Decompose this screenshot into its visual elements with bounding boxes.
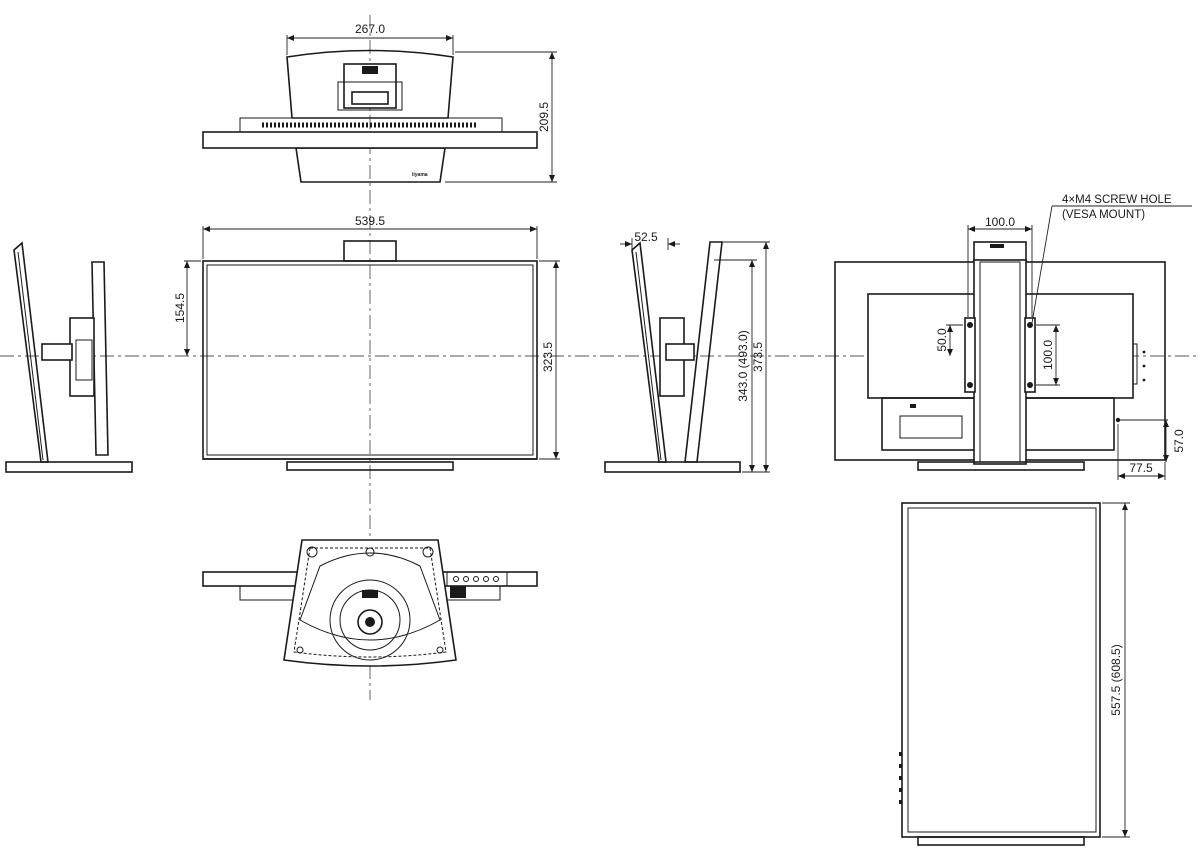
top-width-label: 267.0: [355, 22, 385, 36]
vesa-mount-note: (VESA MOUNT): [1062, 209, 1145, 221]
front-width-label: 539.5: [355, 214, 385, 228]
side-height-max-label: 373.5: [751, 342, 765, 372]
front-height-label: 323.5: [541, 342, 555, 372]
bottom-view: [202, 539, 538, 667]
pivot-height-label: 557.5 (608.5): [1109, 644, 1123, 715]
top-depth-label: 209.5: [537, 102, 551, 132]
vesa-height-label: 100.0: [1041, 340, 1055, 370]
right-side-view: [604, 238, 770, 473]
port-offset-y-label: 57.0: [1172, 429, 1186, 453]
pivot-view: [899, 502, 1130, 846]
rear-view: [834, 205, 1192, 480]
pivot-side-buttons: [899, 752, 902, 804]
front-view: [184, 226, 560, 471]
port-offset-x-label: 77.5: [1129, 461, 1153, 475]
vesa-width-label: 100.0: [985, 215, 1015, 229]
top-view: iiyama: [202, 35, 557, 183]
vesa-screw-holes: [964, 317, 1036, 393]
front-top-offset-label: 154.5: [173, 293, 187, 323]
side-offset-label: 52.5: [634, 230, 658, 244]
left-side-view: [5, 241, 133, 473]
screw-hole-note: 4×M4 SCREW HOLE: [1062, 194, 1172, 206]
bottom-port-row: [446, 571, 508, 598]
side-height-range-label: 343.0 (493.0): [736, 330, 750, 401]
top-view-logo: iiyama: [412, 172, 428, 178]
vesa-half-label: 50.0: [935, 328, 949, 352]
